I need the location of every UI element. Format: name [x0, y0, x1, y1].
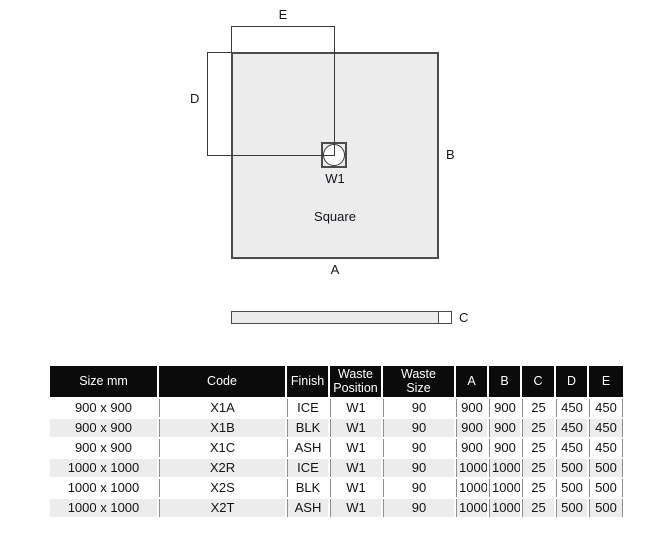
table-cell: BLK	[287, 418, 328, 437]
table-cell: 900	[489, 418, 520, 437]
table-cell: 1000	[489, 498, 520, 517]
table-cell: 900 x 900	[50, 398, 157, 417]
table-cell: 900 x 900	[50, 418, 157, 437]
column-header-e: E	[589, 366, 623, 397]
column-header-code: Code	[159, 366, 285, 397]
table-cell: 90	[383, 458, 454, 477]
dim-label-b: B	[446, 147, 455, 162]
table-cell: 500	[589, 498, 623, 517]
tray-side-profile-end	[438, 312, 451, 323]
table-cell: 25	[522, 418, 554, 437]
table-cell: W1	[330, 418, 381, 437]
table-cell: X2S	[159, 478, 285, 497]
table-cell: 1000	[489, 478, 520, 497]
dim-label-c: C	[459, 310, 469, 325]
column-header-a: A	[456, 366, 487, 397]
table-cell: 900 x 900	[50, 438, 157, 457]
table-cell: 500	[556, 478, 587, 497]
column-header-c: C	[522, 366, 554, 397]
column-header-d: D	[556, 366, 587, 397]
table-cell: 25	[522, 498, 554, 517]
table-cell: 1000	[456, 458, 487, 477]
table-cell: X2R	[159, 458, 285, 477]
table-cell: 25	[522, 438, 554, 457]
table-cell: 90	[383, 398, 454, 417]
table-cell: 1000 x 1000	[50, 458, 157, 477]
table-cell: W1	[330, 498, 381, 517]
table-cell: 450	[556, 438, 587, 457]
column-header-waste-position: Waste Position	[330, 366, 381, 397]
table-cell: 900	[456, 418, 487, 437]
tray-dimension-diagram: E D B W1 Square A C	[190, 7, 469, 325]
table-cell: 25	[522, 398, 554, 417]
table-cell: 900	[489, 438, 520, 457]
dimension-line-d-bottom	[207, 155, 335, 156]
dimension-line-d-left	[207, 52, 208, 156]
table-cell: X2T	[159, 498, 285, 517]
column-header-waste-size: Waste Size	[383, 366, 454, 397]
table-cell: 1000	[456, 498, 487, 517]
table-cell: 450	[556, 398, 587, 417]
table-cell: 1000	[456, 478, 487, 497]
table-cell: 1000	[489, 458, 520, 477]
header-row: Size mm Code Finish Waste Position Waste…	[50, 366, 623, 397]
shape-name-label: Square	[314, 209, 356, 224]
table-cell: 900	[456, 438, 487, 457]
dim-label-d: D	[190, 91, 200, 106]
spec-table: Size mm Code Finish Waste Position Waste…	[48, 364, 625, 519]
table-cell: 450	[589, 418, 623, 437]
spec-table-header: Size mm Code Finish Waste Position Waste…	[50, 366, 623, 397]
table-cell: X1B	[159, 418, 285, 437]
table-cell: 450	[556, 418, 587, 437]
table-cell: 500	[589, 458, 623, 477]
table-cell: 90	[383, 438, 454, 457]
table-cell: ASH	[287, 498, 328, 517]
column-header-b: B	[489, 366, 520, 397]
column-header-finish: Finish	[287, 366, 328, 397]
tray-side-profile	[231, 311, 452, 324]
dim-label-a: A	[330, 262, 340, 277]
table-cell: W1	[330, 398, 381, 417]
table-cell: 900	[489, 398, 520, 417]
table-cell: X1C	[159, 438, 285, 457]
dimension-line-e-right	[334, 26, 335, 156]
table-cell: 25	[522, 478, 554, 497]
table-cell: 90	[383, 418, 454, 437]
table-cell: 500	[556, 498, 587, 517]
dimension-line-e-left	[231, 26, 232, 53]
table-cell: 900	[456, 398, 487, 417]
table-cell: W1	[330, 478, 381, 497]
table-cell: 450	[589, 438, 623, 457]
table-cell: W1	[330, 438, 381, 457]
column-header-size: Size mm	[50, 366, 157, 397]
table-cell: BLK	[287, 478, 328, 497]
table-cell: W1	[330, 458, 381, 477]
table-cell: 1000 x 1000	[50, 478, 157, 497]
dimension-line-e-top	[231, 26, 335, 27]
dim-label-e: E	[278, 7, 288, 22]
table-cell: 90	[383, 498, 454, 517]
table-cell: ASH	[287, 438, 328, 457]
table-cell: 25	[522, 458, 554, 477]
table-cell: 1000 x 1000	[50, 498, 157, 517]
table-cell: 500	[556, 458, 587, 477]
table-cell: X1A	[159, 398, 285, 417]
table-cell: ICE	[287, 398, 328, 417]
table-cell: ICE	[287, 458, 328, 477]
waste-label-w1: W1	[325, 171, 345, 186]
table-cell: 450	[589, 398, 623, 417]
table-cell: 90	[383, 478, 454, 497]
table-cell: 500	[589, 478, 623, 497]
dimension-line-d-top	[207, 52, 232, 53]
